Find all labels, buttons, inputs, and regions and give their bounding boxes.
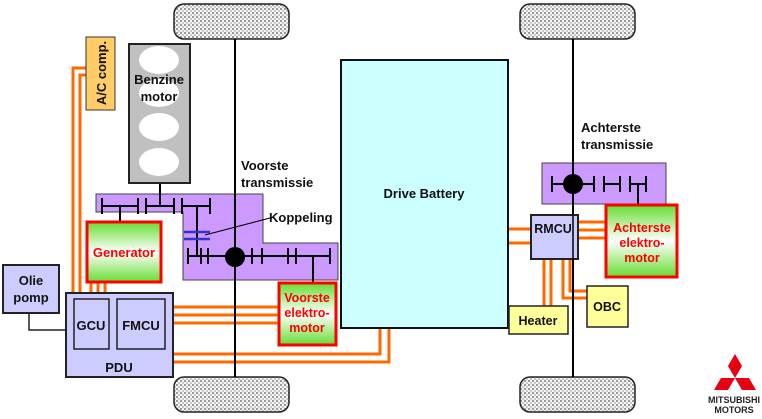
rear-transmission-label-1: Achterste: [581, 120, 641, 135]
rear-motor-label-2: elektro-: [619, 236, 664, 250]
front-differential: [225, 247, 245, 267]
hv-cables: [71, 66, 606, 364]
cable-bat-2: [173, 328, 391, 364]
ac-compressor-label: A/C comp.: [94, 41, 109, 105]
generator-box: [85, 220, 163, 284]
obc-box: [586, 285, 629, 328]
clutch-icon: [184, 230, 210, 241]
oil-pump-label-2: pomp: [13, 290, 48, 305]
clutch-leader-line: [204, 217, 271, 236]
clutch-label: Koppeling: [269, 210, 333, 225]
front-motor-label-1: Voorste: [284, 291, 330, 305]
oil-pump-box: [2, 264, 60, 314]
rear-motor-box: [604, 203, 679, 279]
rear-transmission-label-2: transmissie: [581, 137, 653, 152]
ac-compressor-box: [85, 36, 116, 111]
cable-obc-1: [561, 259, 587, 300]
wheel-front-top: [173, 3, 290, 40]
rear-differential: [563, 174, 583, 194]
front-motor-box: [277, 281, 338, 347]
front-motor-label-3: motor: [289, 321, 325, 335]
oil-pump-label-1: Olie: [19, 273, 44, 288]
cable-ac-1: [71, 66, 86, 293]
front-transmission-label-2: transmissie: [241, 175, 313, 190]
rmcu-box: [530, 214, 579, 260]
engine-cylinders: [139, 46, 179, 176]
wheel-front-bottom: [173, 376, 290, 413]
fmcu-label: FMCU: [122, 318, 160, 333]
oil-pump-signal-line: [28, 313, 74, 331]
logo-text-line1: MITSUBISHI: [708, 395, 760, 405]
generator-label: Generator: [93, 245, 155, 260]
cable-ac-2: [78, 73, 86, 293]
front-motor-label-2: elektro-: [284, 306, 329, 320]
engine-label-2: motor: [141, 89, 178, 104]
front-transmission-label-1: Voorste: [241, 158, 288, 173]
heater-box: [508, 305, 569, 335]
front-gear-train: [101, 183, 331, 283]
rmcu-label: RMCU: [534, 222, 572, 236]
rear-motor-label-3: motor: [624, 251, 660, 265]
cable-bat-1: [173, 328, 382, 356]
drive-battery-label: Drive Battery: [384, 186, 466, 201]
engine-label-1: Benzine: [134, 72, 184, 87]
obc-label: OBC: [593, 300, 621, 314]
pdu-label: PDU: [105, 360, 132, 375]
fmcu-box: [116, 298, 166, 350]
gcu-box: [73, 298, 110, 350]
rear-motor-label-1: Achterste: [613, 221, 671, 235]
wheel-rear-bottom: [519, 376, 636, 413]
wheel-rear-top: [519, 3, 636, 40]
front-transmission-housing: [95, 193, 339, 281]
mitsubishi-logo: MITSUBISHI MOTORS: [708, 354, 760, 415]
logo-text-line2: MOTORS: [714, 405, 753, 415]
cable-obc-2: [568, 259, 587, 293]
drive-battery-box: [340, 59, 509, 329]
gcu-label: GCU: [77, 318, 106, 333]
heater-label: Heater: [519, 314, 558, 328]
three-diamonds-icon: [714, 354, 756, 390]
